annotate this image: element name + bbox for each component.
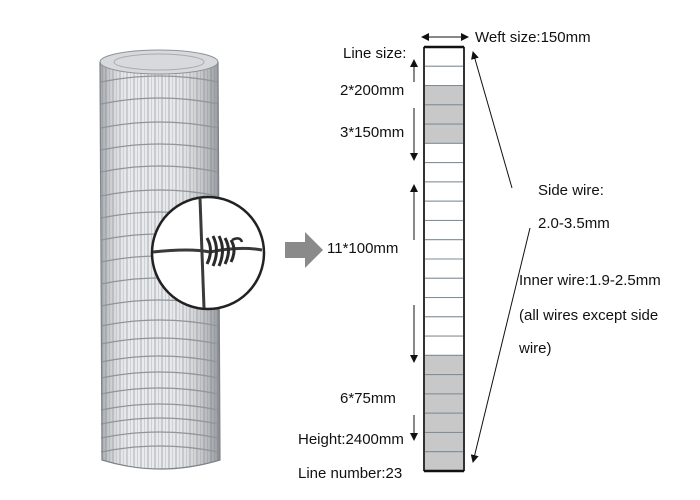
line-size-label: Line size:	[343, 45, 407, 62]
height-label: Height:2400mm	[298, 431, 404, 448]
inner-wire-label: Inner wire:1.9-2.5mm	[519, 272, 661, 289]
segment-100-label: 11*100mm	[327, 240, 399, 257]
segment-200-label: 2*200mm	[340, 82, 405, 99]
segment-75-label: 6*75mm	[340, 390, 396, 407]
right-arrow-icon	[285, 232, 323, 268]
segment-150-label: 3*150mm	[340, 124, 405, 141]
hinge-knot-magnifier	[150, 195, 266, 311]
weft-size-label: Weft size:150mm	[475, 29, 591, 46]
side-wire-value: 2.0-3.5mm	[538, 215, 610, 232]
fence-roll-illustration	[99, 49, 266, 470]
side-wire-title: Side wire:	[538, 182, 604, 199]
inner-wire-note-2: wire)	[519, 340, 552, 357]
line-number-label: Line number:23	[298, 465, 403, 482]
inner-wire-note-1: (all wires except side	[519, 307, 659, 324]
mesh-spacing-strip	[423, 45, 465, 473]
